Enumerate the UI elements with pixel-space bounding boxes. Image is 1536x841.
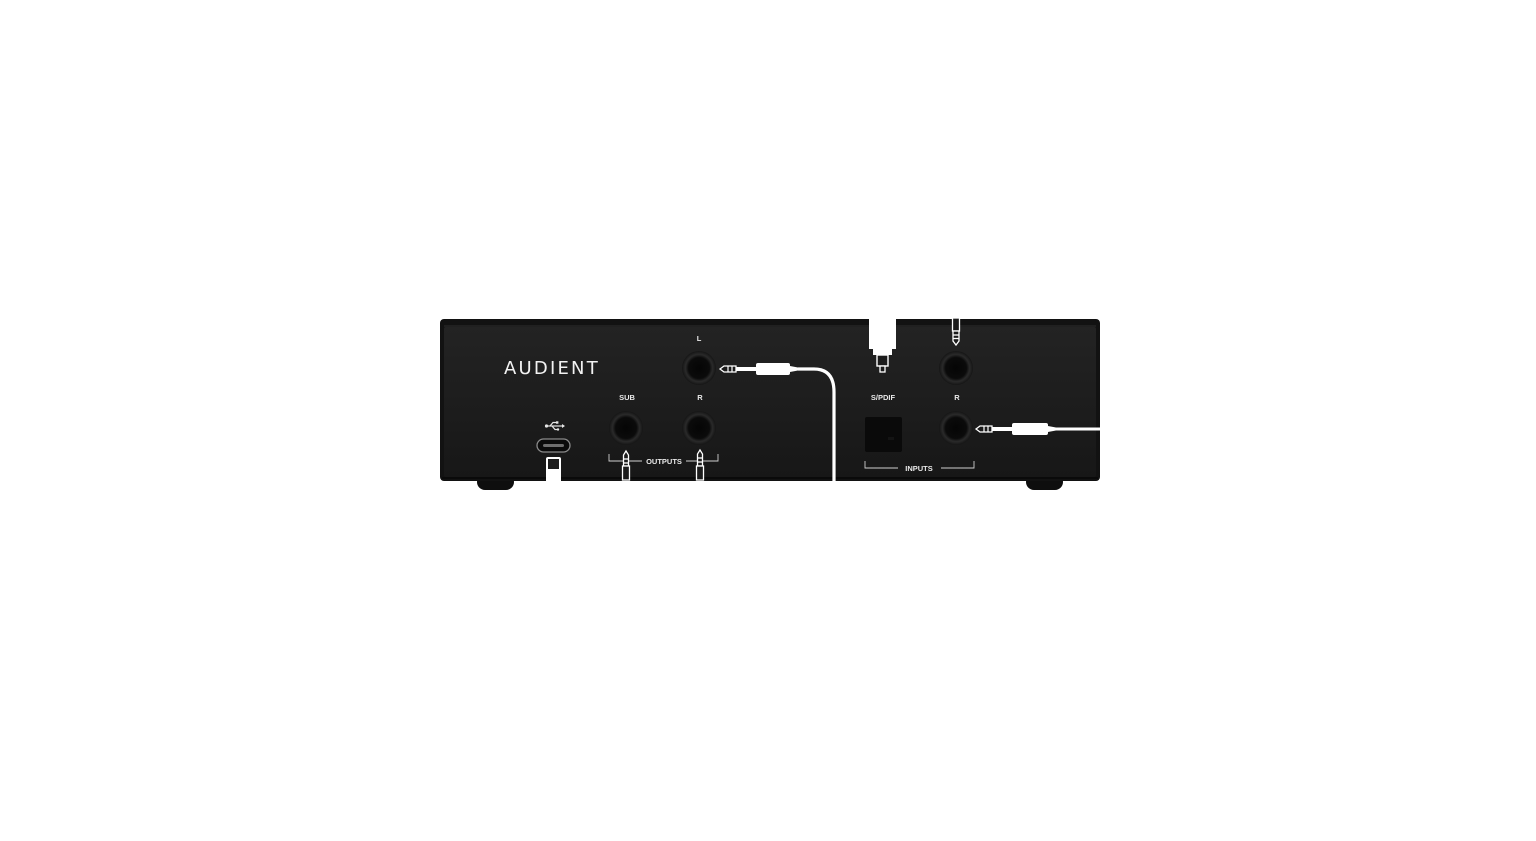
inputs-bracket (864, 461, 975, 469)
output-l-jack[interactable] (682, 351, 716, 385)
usb-cable (546, 457, 561, 483)
spdif-port-detail (888, 437, 894, 440)
usb-icon (544, 421, 565, 431)
output-r-plug (695, 448, 705, 481)
output-sub-jack[interactable] (609, 411, 643, 445)
output-l-cable (718, 363, 836, 481)
input-r-cable (974, 423, 1101, 435)
input-l-jack[interactable] (939, 351, 973, 385)
output-r-label: R (697, 393, 703, 402)
spdif-cable (869, 318, 896, 373)
inputs-group-label: INPUTS (905, 464, 933, 473)
output-l-label: L (697, 334, 702, 343)
usb-c-tongue (543, 444, 564, 447)
rear-panel (444, 327, 1096, 477)
outputs-group-label: OUTPUTS (646, 457, 682, 466)
input-r-jack[interactable] (939, 411, 973, 445)
brand-logo: AUDIENT (504, 358, 600, 379)
output-sub-label: SUB (619, 393, 635, 402)
spdif-optical-port[interactable] (865, 417, 902, 452)
outputs-bracket (608, 454, 719, 462)
spdif-label: S/PDIF (871, 393, 896, 402)
input-r-label: R (954, 393, 960, 402)
input-l-plug (951, 317, 961, 347)
output-r-jack[interactable] (682, 411, 716, 445)
sub-plug (621, 449, 631, 481)
